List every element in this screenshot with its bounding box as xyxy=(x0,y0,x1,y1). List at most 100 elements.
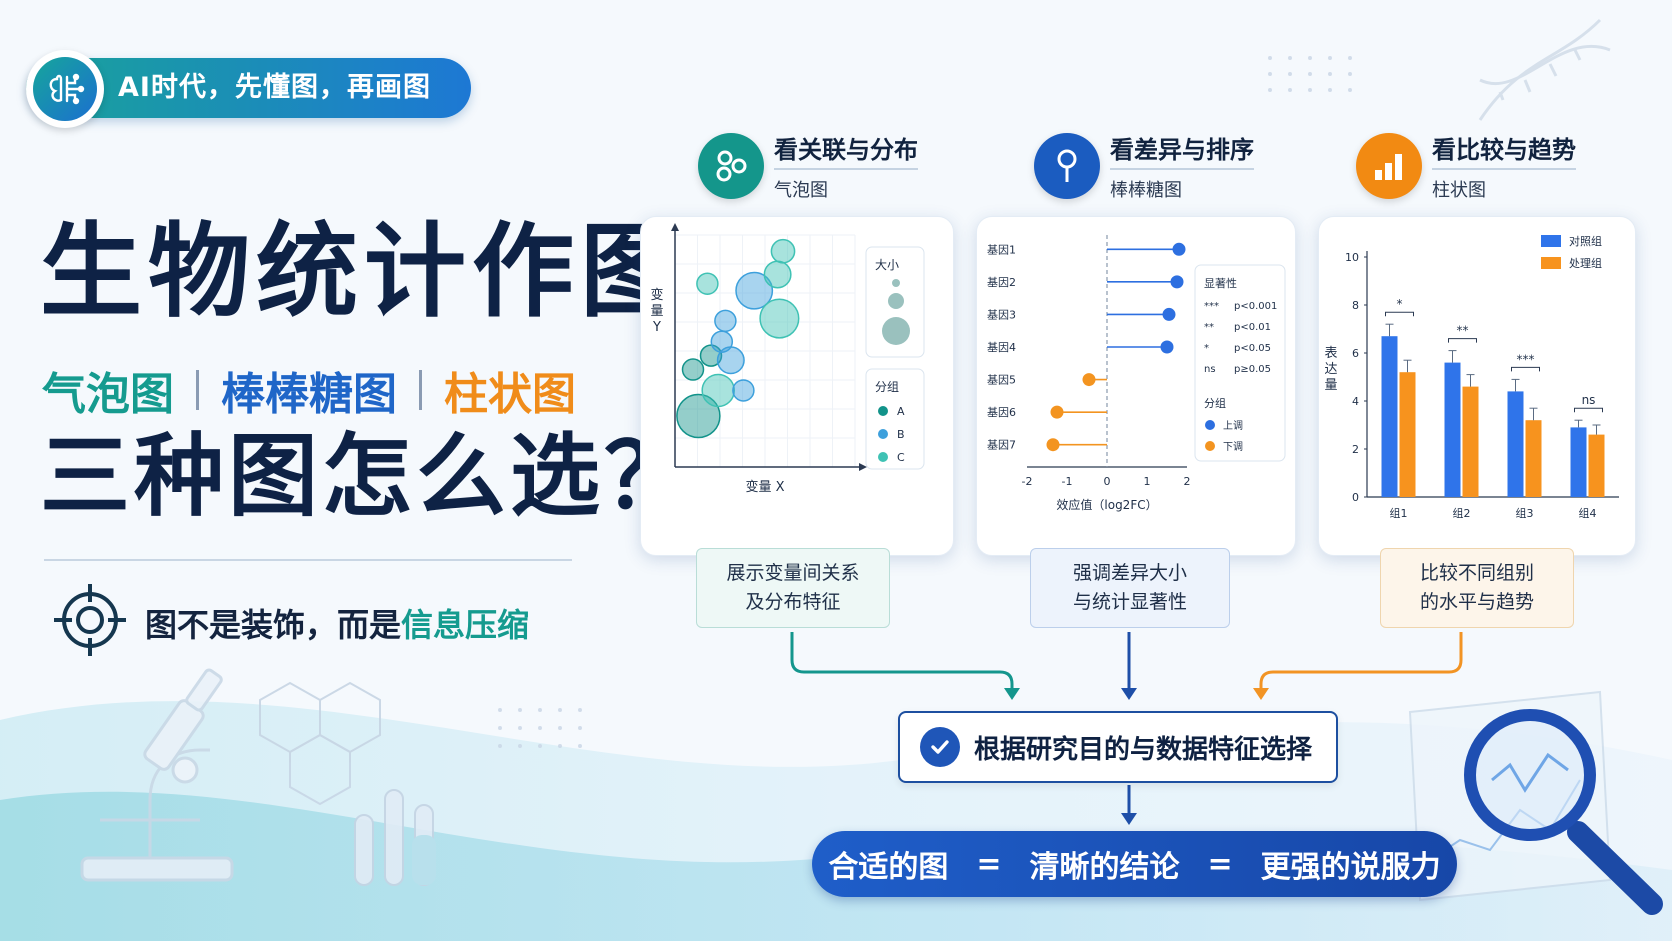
x-tick-label: 0 xyxy=(1104,475,1111,488)
y-axis-label-line1: 变 xyxy=(650,287,663,303)
legend-label: 处理组 xyxy=(1569,256,1602,270)
subtitle-bubble: 气泡图 xyxy=(42,369,174,420)
category-label: 组3 xyxy=(1516,506,1534,520)
bar xyxy=(1507,391,1524,497)
y-axis-label-char: 量 xyxy=(1324,378,1337,393)
bubble-point xyxy=(763,260,792,289)
size-legend-bubble xyxy=(892,279,900,287)
result-part3: 更强的说服力 xyxy=(1260,850,1441,885)
lollipop-head xyxy=(1082,373,1096,387)
category-label: 基因3 xyxy=(987,308,1016,321)
lollipop-description: 强调差异大小 与统计显著性 xyxy=(1030,548,1230,628)
y-axis-label-line2: 量 xyxy=(650,304,663,319)
group-legend-label: 下调 xyxy=(1223,441,1243,453)
bubbles-icon xyxy=(698,133,764,199)
x-axis-label: 变量 X xyxy=(745,479,784,495)
group-legend-dot xyxy=(1205,420,1215,430)
significance-bracket xyxy=(1574,407,1603,413)
bar-desc-line1: 比较不同组别 xyxy=(1419,562,1534,584)
lollipop-head xyxy=(1050,405,1064,419)
section-bubble-subtitle: 气泡图 xyxy=(774,180,828,201)
significance-mark: *** xyxy=(1517,352,1535,366)
group-legend-title: 分组 xyxy=(1204,396,1226,410)
size-legend-bubble xyxy=(888,293,904,309)
lollipop-head xyxy=(1172,242,1186,256)
legend-swatch xyxy=(1541,257,1561,269)
bubble-point xyxy=(732,379,755,402)
y-tick-label: 4 xyxy=(1352,395,1359,408)
bubble-desc-line2: 及分布特征 xyxy=(745,591,841,613)
dna-helix-icon xyxy=(1478,18,1611,121)
main-question: 三种图怎么选？ xyxy=(40,424,698,529)
x-tick-label: 2 xyxy=(1184,475,1191,488)
equals-sign: = xyxy=(976,846,1002,882)
bar xyxy=(1570,427,1587,497)
y-tick-label: 0 xyxy=(1352,491,1359,504)
magnifier-icon xyxy=(1464,709,1663,915)
tagline-prefix: 图不是装饰，而是 xyxy=(145,606,402,644)
section-bar-header: 看比较与趋势 柱状图 xyxy=(1356,130,1576,202)
y-tick-label: 8 xyxy=(1352,299,1359,312)
bubble-desc-line1: 展示变量间关系 xyxy=(726,562,860,584)
bar-chart-icon xyxy=(1356,133,1422,199)
section-bubble-title: 看关联与分布 xyxy=(774,130,918,170)
bubble-point xyxy=(716,346,745,375)
bubble-point xyxy=(714,309,737,333)
group-legend-dot xyxy=(878,406,888,416)
section-lollipop-subtitle: 棒棒糖图 xyxy=(1110,180,1182,201)
ai-brain-icon xyxy=(26,50,104,128)
legend-box xyxy=(1194,264,1286,462)
category-label: 组4 xyxy=(1579,506,1597,520)
y-axis-label-char: 达 xyxy=(1324,362,1337,377)
significance-bracket xyxy=(1511,366,1540,372)
bar-desc-line2: 的水平与趋势 xyxy=(1419,591,1534,613)
group-legend-label: A xyxy=(897,405,905,418)
target-icon xyxy=(54,584,126,656)
bar xyxy=(1525,420,1542,497)
significance-label: p<0.001 xyxy=(1234,301,1277,312)
bubble-point xyxy=(701,373,735,408)
group-legend-label: 上调 xyxy=(1223,420,1243,432)
significance-mark: * xyxy=(1204,343,1209,354)
decision-text: 根据研究目的与数据特征选择 xyxy=(974,734,1313,765)
conclusion-banner: 合适的图 = 清晰的结论 = 更强的说服力 xyxy=(812,831,1457,897)
y-tick-label: 6 xyxy=(1352,347,1359,360)
section-lollipop-title: 看差异与排序 xyxy=(1110,130,1254,170)
section-bar-title: 看比较与趋势 xyxy=(1432,130,1576,170)
significance-label: p<0.05 xyxy=(1234,343,1271,354)
group-legend-label: B xyxy=(897,428,905,441)
divider xyxy=(196,370,199,410)
bubble-point xyxy=(681,358,705,381)
category-label: 基因7 xyxy=(987,439,1016,452)
subtitle-lollipop: 棒棒糖图 xyxy=(221,369,397,420)
bubble-point xyxy=(735,271,774,310)
subtitle-bar: 柱状图 xyxy=(444,369,576,420)
bar xyxy=(1381,336,1398,497)
section-lollipop-header: 看差异与排序 棒棒糖图 xyxy=(1034,130,1254,202)
check-icon xyxy=(920,727,960,767)
bar-description: 比较不同组别 的水平与趋势 xyxy=(1380,548,1574,628)
legend-label: 对照组 xyxy=(1569,234,1602,248)
group-legend-dot xyxy=(878,429,888,439)
size-legend-bubble xyxy=(882,317,910,345)
tagline-highlight: 信息压缩 xyxy=(401,606,530,644)
significance-label: p≥0.05 xyxy=(1234,364,1271,375)
y-axis-arrow xyxy=(671,223,679,231)
bubble-point xyxy=(676,393,721,439)
group-legend-dot xyxy=(878,452,888,462)
bar xyxy=(1399,372,1416,497)
significance-mark: ** xyxy=(1204,322,1214,333)
x-tick-label: -1 xyxy=(1062,475,1073,488)
molecule-icon xyxy=(259,681,381,806)
significance-mark: * xyxy=(1397,297,1403,311)
significance-mark: *** xyxy=(1204,301,1219,312)
category-label: 基因1 xyxy=(987,243,1016,256)
x-tick-label: -2 xyxy=(1022,475,1033,488)
legend-swatch xyxy=(1541,235,1561,247)
y-axis-label-char: 表 xyxy=(1324,346,1337,361)
